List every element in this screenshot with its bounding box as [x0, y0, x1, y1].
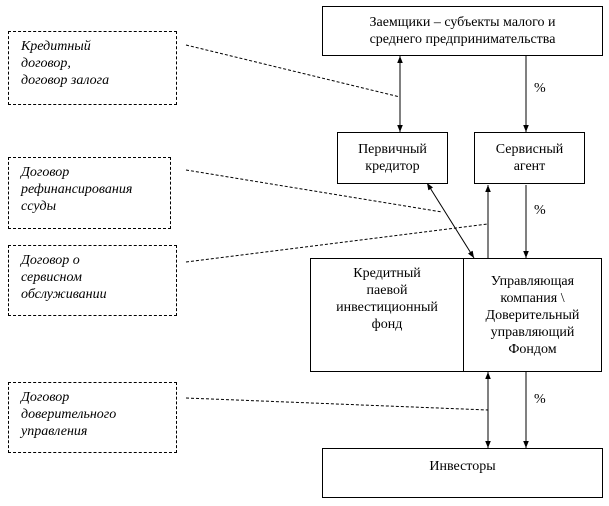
percent-label-service-company: %	[534, 203, 546, 218]
node-borrowers: Заемщики – субъекты малого и среднего пр…	[322, 6, 603, 56]
percent-label-borrowers-service: %	[534, 81, 546, 96]
leader-credit-agreement	[185, 44, 401, 98]
note-service-agreement: Договор о сервисном обслуживании	[8, 245, 177, 316]
node-credit-fund: Кредитный паевой инвестиционный фонд	[310, 258, 464, 372]
note-trust-agreement: Договор доверительного управления	[8, 382, 177, 453]
node-investors: Инвесторы	[322, 448, 603, 498]
node-primary-creditor: Первичный кредитор	[337, 132, 448, 184]
note-refinancing-agreement: Договор рефинансирования ссуды	[8, 157, 171, 229]
note-credit-agreement: Кредитный договор, договор залога	[8, 31, 177, 105]
arrow-primary-creditor-company	[426, 182, 475, 259]
leader-refinancing-agreement	[185, 169, 443, 213]
leader-trust-agreement	[185, 397, 489, 411]
node-management-company: Управляющая компания \ Доверительный упр…	[463, 258, 602, 372]
percent-label-company-investors: %	[534, 392, 546, 407]
leader-service-agreement	[185, 223, 489, 263]
node-service-agent: Сервисный агент	[474, 132, 585, 184]
